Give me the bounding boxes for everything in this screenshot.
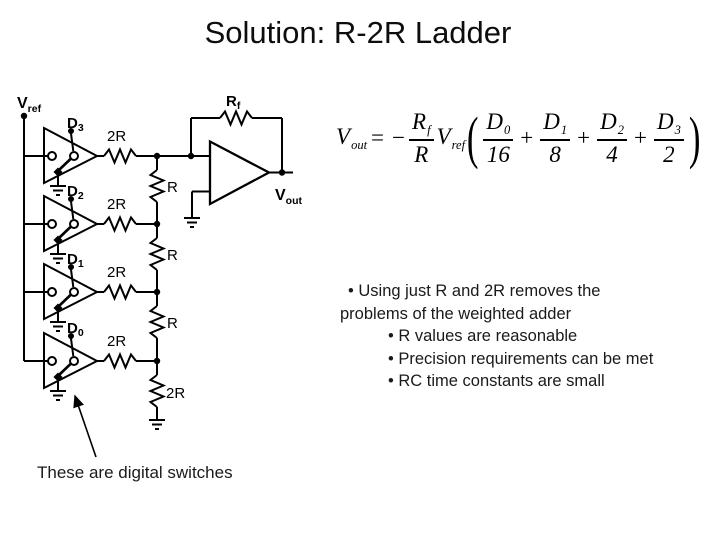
2r-label-row2: 2R [107, 196, 126, 213]
bullet-line-4: • Precision requirements can be met [388, 349, 654, 368]
eq-close-paren: ) [688, 104, 701, 170]
eq-open-paren: ( [466, 104, 479, 170]
eq-minus: − [392, 125, 406, 150]
d3-label: D3 [67, 115, 84, 134]
switch-row-d2 [24, 196, 157, 263]
caption-arrow [73, 394, 97, 458]
resistor-rf [219, 110, 253, 126]
ground-terminator [148, 419, 166, 430]
r-label-1: R [167, 179, 178, 196]
vref-label: Vref [17, 95, 42, 115]
rf-label: Rf [226, 93, 241, 112]
eq-plus-2: + [577, 125, 591, 150]
eq-term-d0: D0 16 [483, 109, 514, 167]
bullet-list: • Using just R and 2R removes the proble… [340, 280, 653, 393]
bullet-line-2: problems of the weighted adder [340, 304, 572, 323]
bullet-line-3: • R values are reasonable [388, 327, 578, 345]
opamp-stage [157, 110, 293, 228]
eq-term-d2: D2 4 [597, 109, 627, 167]
resistor-r-2 [149, 237, 165, 271]
eq-gain-fraction: Rf R [409, 109, 434, 167]
eq-equals: = [371, 125, 385, 150]
bullet-line-1: • Using just R and 2R removes the [348, 282, 601, 300]
r-label-2: R [167, 247, 178, 264]
vout-equation: Vout = − Rf R Vref ( D0 16 + D1 8 + D2 4… [336, 101, 702, 175]
switches-caption: These are digital switches [37, 463, 233, 482]
opamp-triangle [208, 139, 272, 206]
digital-switch-d0 [44, 333, 97, 400]
junction-dots [20, 112, 286, 365]
switch-row-d3 [24, 128, 157, 195]
eq-term-d1: D1 8 [540, 109, 571, 167]
resistor-r-3 [149, 305, 165, 339]
switch-row-d1 [24, 264, 157, 331]
resistor-r-1 [149, 169, 165, 203]
slide-title: Solution: R-2R Ladder [204, 15, 512, 50]
2r-label-row3: 2R [107, 264, 126, 281]
eq-plus-1: + [520, 125, 534, 150]
eq-vout: Vout [336, 123, 368, 152]
eq-plus-3: + [633, 125, 647, 150]
circuit-wires [23, 110, 293, 458]
resistor-2r-d0 [103, 353, 137, 369]
ground-opamp [183, 217, 201, 228]
2r-label-row4: 2R [107, 333, 126, 350]
circuit-diagram: Vref D3 D2 D1 D0 2R 2R 2R 2R R R R 2R Rf… [17, 93, 302, 458]
resistor-2r-terminator [149, 374, 165, 408]
resistor-2r-d3 [103, 148, 137, 164]
eq-term-d3: D3 2 [653, 109, 684, 167]
d1-label: D1 [67, 251, 84, 270]
2r-terminator-label: 2R [166, 385, 185, 402]
switch-row-d0 [24, 333, 157, 400]
r-label-3: R [167, 315, 178, 332]
d0-label: D0 [67, 320, 84, 339]
resistor-2r-d1 [103, 284, 137, 300]
vout-label: Vout [275, 187, 302, 207]
bullet-line-5: • RC time constants are small [388, 372, 605, 390]
resistor-2r-d2 [103, 216, 137, 232]
eq-vref: Vref [436, 123, 466, 152]
d2-label: D2 [67, 183, 84, 202]
2r-label-row1: 2R [107, 128, 126, 145]
